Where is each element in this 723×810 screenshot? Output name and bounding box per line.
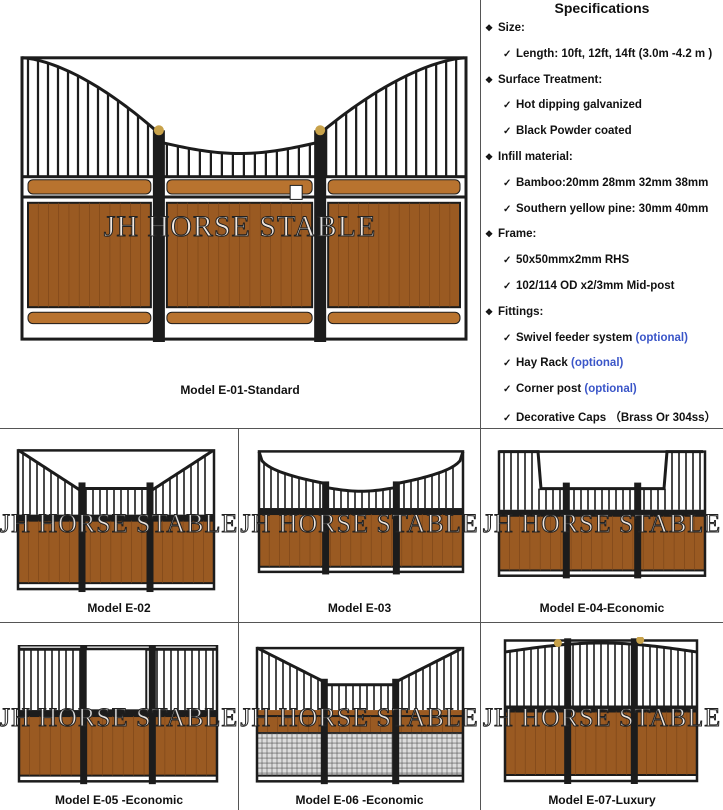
stable-image (255, 645, 465, 787)
diamond-bullet-icon: ❖ (485, 23, 494, 33)
model-caption: Model E-06 -Economic (295, 793, 424, 807)
model-caption: Model E-01-Standard (180, 383, 300, 397)
divider (238, 428, 239, 810)
check-icon: ✓ (503, 255, 512, 267)
stable-drawing (20, 56, 468, 342)
check-icon: ✓ (503, 126, 512, 138)
spec-item-text: Black Powder coated (516, 125, 632, 138)
check-icon: ✓ (503, 384, 512, 396)
stable-image (257, 449, 465, 577)
stable-image (20, 52, 468, 342)
stable-drawing (257, 450, 465, 575)
model-card-e05: JH HORSE STABLE Model E-05 -Economic (0, 623, 238, 810)
optional-label: (optional) (584, 383, 637, 396)
spec-item: ✓ 102/114 OD x2/3mm Mid-post (503, 280, 675, 292)
stable-image (497, 449, 707, 581)
model-card-e02: JH HORSE STABLE Model E-02 (0, 429, 238, 622)
divider (480, 0, 481, 428)
check-icon: ✓ (503, 48, 512, 60)
spec-item-text: Hot dipping galvanized (516, 99, 642, 112)
divider (0, 622, 723, 623)
spec-section-label: Surface Treatment: (498, 73, 603, 86)
spec-item-text: 50x50mmx2mm RHS (516, 254, 630, 267)
stable-drawing (255, 646, 465, 785)
spec-section-label: Size: (498, 22, 525, 34)
spec-section: ❖ Frame: (485, 228, 536, 240)
check-icon: ✓ (503, 358, 512, 370)
spec-section: ❖ Surface Treatment: (485, 74, 602, 86)
check-icon: ✓ (503, 203, 512, 215)
spec-item-text: Hay Rack (516, 357, 571, 370)
spec-section: ❖ Fittings: (485, 306, 543, 318)
diamond-bullet-icon: ❖ (485, 306, 494, 317)
spec-item: ✓ Hot dipping galvanized (503, 99, 642, 111)
model-caption: Model E-05 -Economic (54, 793, 184, 807)
specs-title: Specifications (554, 0, 650, 16)
spec-item: ✓ Hay Rack (optional) (503, 357, 623, 369)
check-icon: ✓ (503, 177, 512, 189)
optional-label: (optional) (635, 331, 688, 344)
model-caption: Model E-04-Economic (539, 601, 665, 615)
stable-drawing (497, 450, 707, 579)
stable-image (16, 447, 216, 595)
diamond-bullet-icon: ❖ (485, 229, 494, 240)
spec-item-text: Bamboo:20mm 28mm 32mm 38mm (516, 176, 709, 189)
model-caption: Model E-02 (87, 601, 151, 615)
spec-item: ✓ Black Powder coated (503, 125, 632, 137)
spec-item: ✓ Corner post (optional) (503, 383, 637, 395)
model-card-e04: JH HORSE STABLE Model E-04-Economic (481, 429, 723, 622)
spec-item: ✓ 50x50mmx2mm RHS (503, 254, 629, 266)
spec-item-text: Corner post (516, 383, 585, 396)
spec-section-label: Frame: (498, 228, 537, 241)
check-icon: ✓ (503, 413, 512, 424)
check-icon: ✓ (503, 332, 512, 344)
spec-item-text: Swivel feeder system (516, 331, 636, 344)
check-icon: ✓ (503, 100, 512, 112)
spec-item: ✓ Length: 10ft, 12ft, 14ft (3.0m -4.2 m ) (503, 48, 712, 60)
model-card-e07: JH HORSE STABLE Model E-07-Luxury (481, 623, 723, 810)
spec-item-text: 102/114 OD x2/3mm Mid-post (516, 280, 675, 292)
stable-drawing (503, 637, 699, 784)
spec-section: ❖ Size: (485, 22, 525, 34)
model-caption: Model E-03 (327, 601, 392, 615)
stable-image (503, 637, 699, 787)
spec-section: ❖ Infill material: (485, 151, 573, 163)
model-card-e06: JH HORSE STABLE Model E-06 -Economic (239, 623, 480, 810)
model-card-e01: JH HORSE STABLE Model E-01-Standard (0, 0, 480, 428)
spec-item: ✓ Swivel feeder system (optional) (503, 332, 688, 344)
check-icon: ✓ (503, 281, 512, 292)
spec-item: ✓ Bamboo:20mm 28mm 32mm 38mm (503, 177, 708, 189)
model-caption: Model E-07-Luxury (548, 793, 656, 807)
spec-item-text: Decorative Caps （Brass Or 304ss） (516, 412, 717, 424)
stable-drawing (16, 448, 216, 593)
spec-section-label: Fittings: (498, 305, 544, 318)
spec-item-text: Length: 10ft, 12ft, 14ft (3.0m -4.2 m ) (516, 47, 713, 60)
divider (480, 428, 481, 810)
optional-label: (optional) (570, 357, 624, 370)
diamond-bullet-icon: ❖ (485, 152, 494, 162)
diamond-bullet-icon: ❖ (485, 74, 494, 85)
divider (0, 428, 723, 429)
spec-item-text: Southern yellow pine: 30mm 40mm (516, 202, 709, 215)
spec-item: ✓ Decorative Caps （Brass Or 304ss） (503, 409, 716, 425)
model-card-e03: JH HORSE STABLE Model E-03 (239, 429, 480, 622)
stable-drawing (17, 645, 219, 785)
spec-item: ✓ Southern yellow pine: 30mm 40mm (503, 203, 708, 215)
specifications-panel: Specifications ❖ Size: ✓ Length: 10ft, 12ft,… (481, 0, 723, 428)
spec-section-label: Infill material: (498, 151, 573, 163)
stable-image (17, 645, 219, 787)
